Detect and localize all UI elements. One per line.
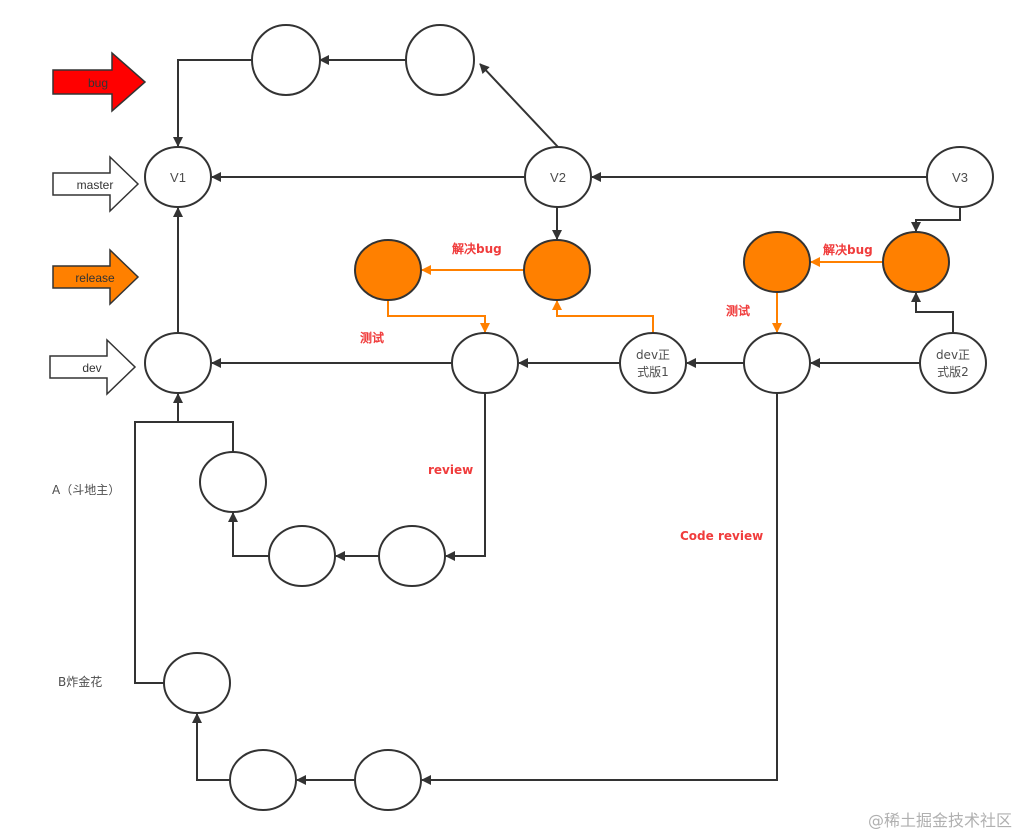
release-commit-4 xyxy=(882,231,950,293)
feature-b-commit-1 xyxy=(163,652,231,714)
dev-commit-4 xyxy=(743,332,811,394)
annotation-fix-bug-2: 解决bug xyxy=(823,242,873,257)
bug-commit-1 xyxy=(251,24,321,96)
dev-release-1-line2: 式版1 xyxy=(637,365,669,379)
annotation-test-2: 测试 xyxy=(726,303,750,318)
annotation-fix-bug-1: 解决bug xyxy=(452,241,502,256)
v2-label: V2 xyxy=(550,170,566,185)
annotation-code-review: Code review xyxy=(680,529,763,543)
edge-b2-to-b1 xyxy=(192,713,230,781)
feature-a-label: A（斗地主） xyxy=(52,483,120,497)
branch-label-release: release xyxy=(75,271,115,285)
release-commit-1 xyxy=(354,239,422,301)
edge-v2-to-bug2 xyxy=(479,63,559,148)
branch-arrow-bug: bug xyxy=(52,51,147,113)
release-arrow-shape xyxy=(52,248,140,306)
watermark: @稀土掘金技术社区 xyxy=(868,811,1012,830)
edge-devrel1-to-release2 xyxy=(552,300,654,333)
edge-devrel2-to-release4 xyxy=(911,292,954,333)
dev-release-2-line2: 式版2 xyxy=(937,365,969,379)
dev-commit-2 xyxy=(451,332,519,394)
feature-b-commit-3 xyxy=(354,749,422,811)
branch-label-master: master xyxy=(77,178,114,192)
edge-a2-to-a1 xyxy=(228,512,269,557)
branch-label-bug: bug xyxy=(88,76,108,90)
edge-dev2-to-a3 xyxy=(445,393,486,561)
master-v2 xyxy=(524,146,592,208)
edge-release1-to-dev2 xyxy=(387,300,490,333)
feature-b-label: B炸金花 xyxy=(58,674,102,689)
edge-v3-to-release4 xyxy=(911,207,961,232)
branch-arrow-release: release xyxy=(52,248,140,306)
feature-a-commit-2 xyxy=(268,525,336,587)
v3-label: V3 xyxy=(952,170,968,185)
branch-arrow-dev: dev xyxy=(49,338,137,396)
feature-a-commit-1 xyxy=(199,451,267,513)
v1-label: V1 xyxy=(170,170,186,185)
feature-b-commit-2 xyxy=(229,749,297,811)
edge-dev4-to-b3 xyxy=(421,393,778,785)
dev-arrow-shape xyxy=(49,338,137,396)
dev-release-1-line1: dev正 xyxy=(636,348,670,362)
master-arrow-shape xyxy=(52,155,140,213)
dev-commit-1 xyxy=(144,332,212,394)
release-commit-3 xyxy=(743,231,811,293)
dev-release-2 xyxy=(919,332,987,394)
edge-bug1-to-v1 xyxy=(173,59,253,147)
annotation-test-1: 测试 xyxy=(360,330,384,345)
annotation-review: review xyxy=(428,463,473,477)
edge-a1-to-dev xyxy=(173,393,234,452)
bug-commit-2 xyxy=(405,24,475,96)
master-v3 xyxy=(926,146,994,208)
master-v1 xyxy=(144,146,212,208)
dev-release-2-line1: dev正 xyxy=(936,348,970,362)
release-commit-2 xyxy=(523,239,591,301)
dev-release-1 xyxy=(619,332,687,394)
edge-b1-to-dev xyxy=(134,421,178,684)
bug-arrow-shape xyxy=(52,51,147,113)
feature-a-commit-3 xyxy=(378,525,446,587)
branch-arrow-master: master xyxy=(52,155,140,213)
branch-label-dev: dev xyxy=(82,361,101,375)
